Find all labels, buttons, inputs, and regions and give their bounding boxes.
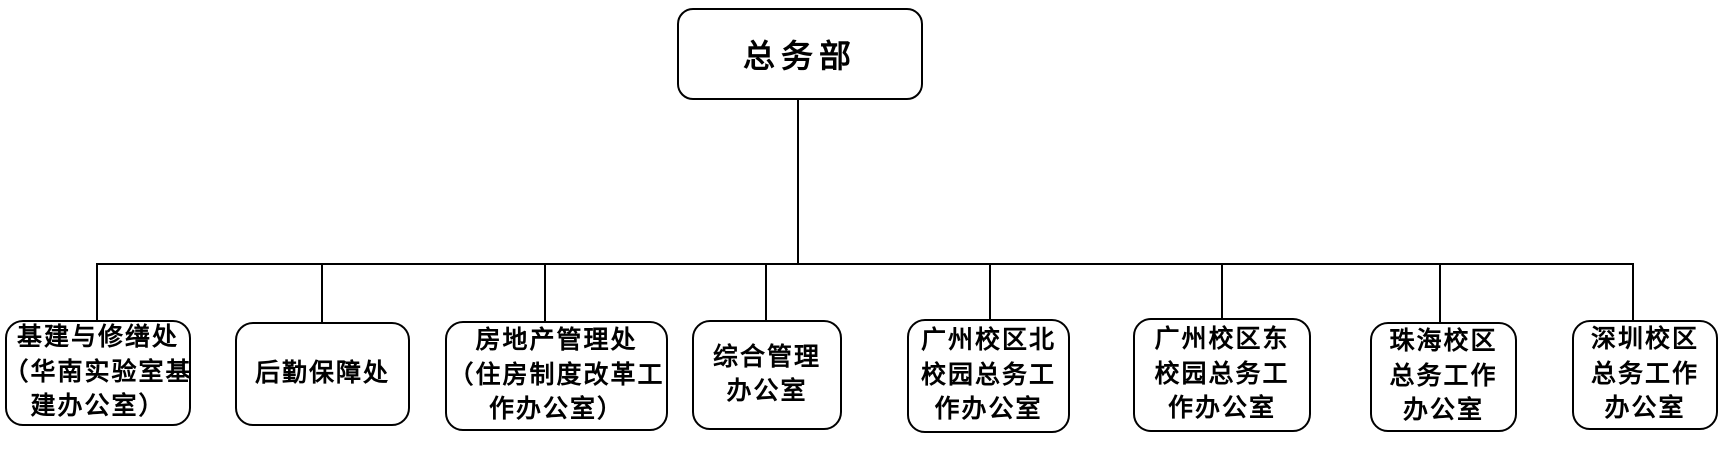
org-node-label-line: 房地产管理处: [475, 327, 638, 355]
org-node-capital-construction: 基建与修缮处 （华南实验室基 建办公室）: [3, 320, 193, 426]
org-node-label-line: 办公室: [726, 378, 808, 405]
org-node-label-line: （住房制度改革工: [448, 361, 665, 389]
org-node-label-line: 总务工作: [1590, 360, 1699, 388]
org-node-label-line: 广州校区东: [1154, 326, 1290, 354]
org-node-label-line: 综合管理: [712, 343, 821, 371]
org-node-real-estate: 房地产管理处 （住房制度改革工 作办公室）: [445, 321, 668, 431]
org-node-shenzhen: 深圳校区 总务工作 办公室: [1572, 320, 1718, 430]
org-node-label-line: 校园总务工: [920, 361, 1056, 389]
org-node-label-line: 深圳校区: [1590, 326, 1699, 354]
org-node-label-line: 基建与修缮处: [16, 324, 179, 352]
org-node-label-line: 作办公室: [934, 396, 1043, 424]
org-node-label-line: 建办公室）: [30, 393, 166, 421]
org-node-logistics-support: 后勤保障处: [235, 322, 410, 426]
org-node-root: 总务部: [677, 8, 923, 100]
org-node-label-line: 广州校区北: [920, 327, 1056, 355]
org-node-guangzhou-north: 广州校区北 校园总务工 作办公室: [907, 319, 1070, 433]
org-node-zhuhai: 珠海校区 总务工作 办公室: [1370, 322, 1517, 432]
org-node-label-line: 珠海校区: [1389, 328, 1498, 356]
org-node-root-label: 总务部: [742, 38, 857, 74]
org-node-label-line: 办公室: [1604, 395, 1686, 423]
org-node-label-line: 作办公室）: [488, 396, 624, 424]
org-node-label-line: 办公室: [1402, 397, 1484, 425]
org-node-general-management: 综合管理 办公室: [692, 320, 842, 430]
org-node-label-line: 总务工作: [1389, 362, 1498, 390]
org-node-label-line: 后勤保障处: [254, 359, 390, 387]
org-node-label-line: （华南实验室基: [3, 358, 193, 386]
org-node-label-line: 校园总务工: [1154, 360, 1290, 388]
org-node-guangzhou-east: 广州校区东 校园总务工 作办公室: [1133, 318, 1311, 432]
org-node-label-line: 作办公室: [1167, 395, 1276, 423]
